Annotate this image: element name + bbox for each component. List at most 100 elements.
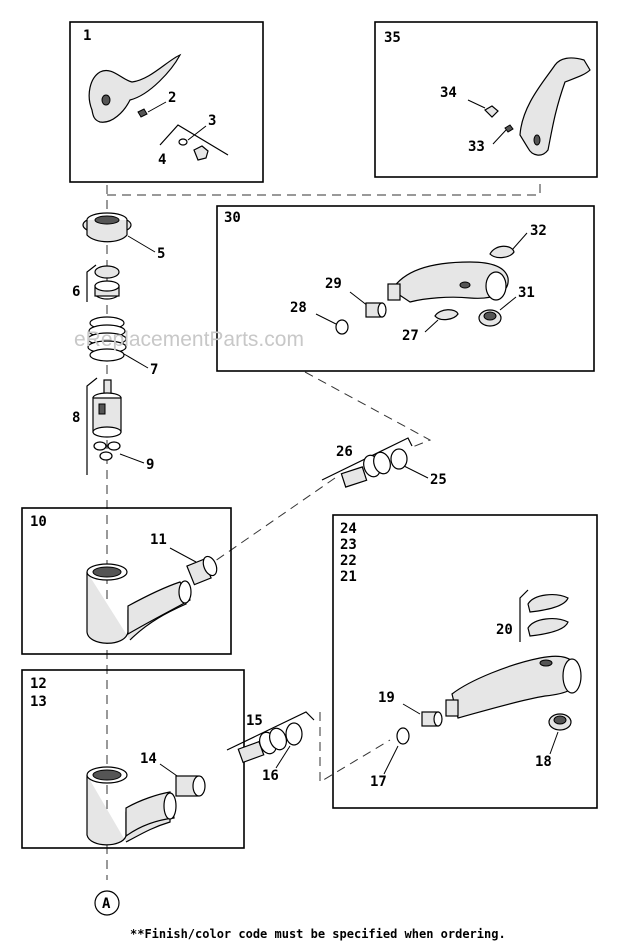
- set-screw: [137, 108, 148, 118]
- leader-27: [424, 319, 439, 333]
- callout-11: 11: [150, 532, 167, 548]
- callout-24: 24: [340, 521, 357, 537]
- callout-4: 4: [158, 152, 166, 168]
- marker-label: A: [102, 896, 111, 912]
- leader-5: [127, 235, 156, 253]
- side-lever-handle: [519, 57, 591, 156]
- aerator-31: [478, 309, 502, 327]
- box-side-handle: [374, 21, 598, 178]
- callout-20: 20: [496, 622, 513, 638]
- box-spout-10: [21, 507, 232, 655]
- leader-2: [147, 101, 167, 113]
- watermark: eReplacementParts.com: [74, 328, 304, 351]
- callout-6: 6: [72, 284, 80, 300]
- button-insert: [434, 309, 459, 321]
- bracket-26: [321, 437, 413, 481]
- callout-25: 25: [430, 472, 447, 488]
- spray-connector: [365, 302, 387, 318]
- leader-18: [549, 731, 559, 755]
- spout-10: [86, 563, 192, 644]
- callout-13: 13: [30, 694, 47, 710]
- box-handle: [69, 21, 264, 183]
- cartridge: [92, 379, 122, 438]
- hand-spray-body: [387, 261, 509, 303]
- callout-5: 5: [157, 246, 165, 262]
- spout-12: [86, 766, 177, 846]
- callout-17: 17: [370, 774, 387, 790]
- leader-28: [315, 313, 337, 325]
- callout-15: 15: [246, 713, 263, 729]
- bracket-20: [519, 589, 529, 642]
- callout-18: 18: [535, 754, 552, 770]
- hose-link-middle: [204, 477, 336, 569]
- leader-29: [349, 291, 369, 307]
- callout-23: 23: [340, 537, 357, 553]
- bonnet-nut: [82, 212, 132, 243]
- callout-21: 21: [340, 569, 357, 585]
- leader-33: [492, 129, 507, 145]
- callout-2: 2: [168, 90, 176, 106]
- bracket-8: [86, 377, 98, 475]
- hose-link-lower: [319, 712, 391, 783]
- callout-1: 1: [83, 28, 91, 44]
- callout-29: 29: [325, 276, 342, 292]
- box-side-spray: [332, 514, 598, 809]
- connector-11: [186, 555, 218, 586]
- callout-14: 14: [140, 751, 157, 767]
- leader-3: [187, 125, 207, 141]
- leader-11: [169, 547, 197, 563]
- callout-35: 35: [384, 30, 401, 46]
- hose-link-upper: [304, 371, 432, 449]
- callout-10: 10: [30, 514, 47, 530]
- footnote: **Finish/color code must be specified wh…: [130, 927, 506, 941]
- leader-32: [511, 232, 528, 251]
- bracket-6: [86, 264, 97, 302]
- spring-collar: [87, 316, 127, 362]
- box-hand-spray: [216, 205, 595, 372]
- callout-33: 33: [468, 139, 485, 155]
- leader-16: [275, 745, 291, 769]
- leader-25: [403, 465, 429, 479]
- leader-17: [383, 745, 399, 775]
- callout-34: 34: [440, 85, 457, 101]
- callout-26: 26: [336, 444, 353, 460]
- callout-8: 8: [72, 410, 80, 426]
- reference-marker-a: [94, 890, 120, 916]
- callout-3: 3: [208, 113, 216, 129]
- button-kit: [159, 124, 229, 161]
- leader-7: [123, 353, 149, 369]
- callout-32: 32: [530, 223, 547, 239]
- callout-7: 7: [150, 362, 158, 378]
- leader-19: [402, 703, 421, 715]
- spray-connector-19: [421, 711, 443, 727]
- handle-set-screw: [504, 124, 514, 133]
- leader-31: [499, 296, 517, 311]
- spray-buttons-20: [527, 594, 569, 637]
- aerator-18: [548, 713, 572, 731]
- handle-button: [484, 105, 499, 118]
- callout-19: 19: [378, 690, 395, 706]
- callout-9: 9: [146, 457, 154, 473]
- callout-30: 30: [224, 210, 241, 226]
- o-ring-16: [285, 722, 303, 746]
- callout-12: 12: [30, 676, 47, 692]
- o-ring-25: [390, 448, 408, 470]
- spray-button: [489, 245, 515, 259]
- connector-14: [175, 775, 206, 797]
- side-spray-body: [445, 655, 582, 719]
- hose-adapter-15: [237, 727, 288, 764]
- callout-22: 22: [340, 553, 357, 569]
- callout-31: 31: [518, 285, 535, 301]
- bracket-15: [226, 711, 315, 751]
- callout-27: 27: [402, 328, 419, 344]
- washer-28: [335, 319, 349, 335]
- lever-handle: [88, 53, 182, 123]
- handle-link-line: [107, 178, 541, 196]
- callout-28: 28: [290, 300, 307, 316]
- washer-17: [396, 727, 410, 745]
- hose-adapter: [340, 451, 391, 488]
- callout-16: 16: [262, 768, 279, 784]
- leader-34: [467, 99, 486, 109]
- leader-9: [119, 453, 145, 464]
